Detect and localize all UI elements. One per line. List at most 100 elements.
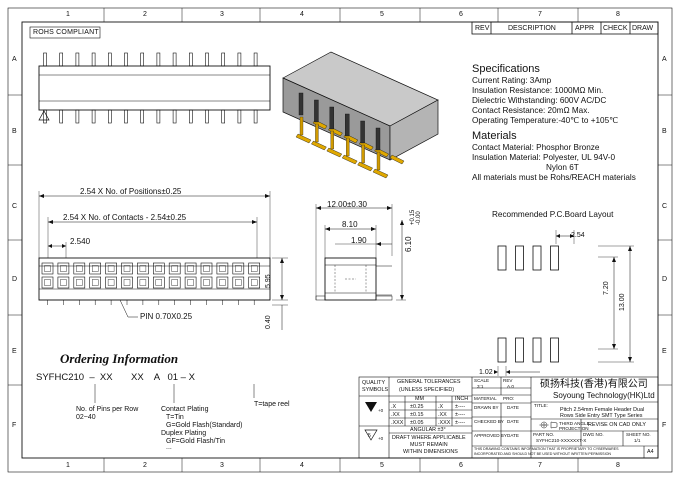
front-socket-upper <box>105 262 117 275</box>
front-socket-hole <box>235 279 242 286</box>
top-pin-lower <box>75 109 80 124</box>
top-pin-lower <box>140 109 144 124</box>
zone-column-label: 8 <box>616 11 620 18</box>
iso-pin-foot <box>372 168 389 179</box>
tb-notice1: THIS DRAWING CONTAINS INFORMATION THAT I… <box>474 447 619 451</box>
tb-sheet-value: 1/1 <box>634 438 641 443</box>
front-socket-hole <box>139 265 147 272</box>
pcb-pad-lower <box>515 337 524 363</box>
front-socket-hole <box>250 279 258 286</box>
rev-header-description: DESCRIPTION <box>508 25 556 32</box>
front-socket-hole <box>250 265 258 272</box>
plating-line: G=Gold Flash(Standard) <box>166 422 243 429</box>
zone-column-label: 4 <box>300 462 304 469</box>
rev-header-appr: APPR <box>575 25 595 32</box>
pcb-pitch-dim: 2.54 <box>571 232 585 239</box>
tb-approved: APPROVED BY <box>474 433 507 438</box>
front-socket-lower <box>200 276 213 289</box>
front-view <box>38 191 288 330</box>
front-socket-hole <box>171 279 178 286</box>
front-socket-lower <box>184 276 197 289</box>
spec-line: Contact Resistance: 20mΩ Max. <box>472 106 590 115</box>
tb-sheet-label: SHEET NO. <box>626 432 651 437</box>
iso-pin-upper <box>345 113 350 137</box>
positions-dim: 2.54 X No. of Positions±0.25 <box>80 187 182 196</box>
spec-line: Current Rating: 3Amp <box>472 76 552 85</box>
top-pin-upper <box>124 52 128 67</box>
plating-line: ... <box>166 444 172 451</box>
top-pin-upper <box>59 52 64 67</box>
tb-angular: ANGULAR ±3° <box>410 427 446 433</box>
front-socket-hole <box>76 265 83 272</box>
zone-row-label: E <box>662 348 667 355</box>
zone-row-label: F <box>12 422 17 429</box>
iso-pin-leg <box>330 130 334 150</box>
tb-draft1: DRAFT WHERE APPLICABLE <box>392 435 466 441</box>
plating-line: T=Tin <box>166 414 184 421</box>
tb-revise: REVISE ON CAD ONLY <box>588 422 647 428</box>
front-socket-hole <box>155 279 163 286</box>
tb-draft2: MUST REMAIN <box>410 442 448 448</box>
iso-pin-foot <box>295 133 312 144</box>
front-socket-hole <box>123 265 131 272</box>
tape-label: T=tape reel <box>254 401 290 408</box>
zone-row-label: C <box>662 203 668 210</box>
tolerance-cell: .X <box>438 404 444 410</box>
top-pin-lower <box>205 109 209 124</box>
top-pin-upper <box>253 52 258 67</box>
svg-text:5: 5 <box>368 433 371 439</box>
tb-projection2: PROJECTION <box>559 426 589 431</box>
top-pin-lower <box>59 109 64 124</box>
zone-column-label: 6 <box>459 462 463 469</box>
front-socket-hole <box>155 265 163 272</box>
iso-pin-upper <box>298 92 304 116</box>
front-socket-hole <box>235 265 242 272</box>
tolerance-cell: .XX <box>391 412 400 418</box>
specifications-title: Specifications <box>472 63 540 75</box>
front-socket-hole <box>219 265 226 272</box>
front-socket-upper <box>41 262 54 275</box>
tb-title-label: TITLE: <box>534 403 548 408</box>
iso-pin-leg <box>376 151 381 171</box>
iso-pin-leg <box>315 123 319 143</box>
pcb-pad-upper <box>497 245 507 271</box>
tb-sym1: +0 <box>378 408 384 413</box>
rev-header-rev: REV <box>475 25 490 32</box>
iso-pin-foot <box>311 140 327 151</box>
front-socket-lower <box>232 276 245 289</box>
pcb-layout <box>494 230 634 376</box>
front-socket-upper <box>248 262 260 275</box>
pcb-pad-dim: 1.02 <box>479 369 493 376</box>
front-socket-upper <box>216 262 229 275</box>
front-socket-hole <box>91 265 99 272</box>
top-pin-upper <box>43 52 47 67</box>
front-socket-hole <box>60 279 67 286</box>
iso-pin-upper <box>375 127 381 151</box>
front-socket-hole <box>76 279 83 286</box>
top-pin-lower <box>156 109 161 124</box>
top-pin-upper <box>156 52 161 67</box>
side-tol-minus: -0.00 <box>416 211 422 225</box>
front-socket-upper <box>89 262 101 275</box>
materials-title: Materials <box>472 130 517 142</box>
front-socket-hole <box>123 279 131 286</box>
zone-column-label: 8 <box>616 462 620 469</box>
front-socket-hole <box>139 279 147 286</box>
front-socket-upper <box>153 262 165 275</box>
tb-general-tolerances: GENERAL TOLERANCES <box>397 379 461 385</box>
tb-inch: INCH <box>455 396 469 402</box>
top-pin-lower <box>237 109 242 124</box>
offset-dim: 1.90 <box>351 236 367 245</box>
plating-title: Contact Plating <box>161 406 209 413</box>
top-pin-upper <box>140 52 144 67</box>
revision-block <box>471 21 659 35</box>
plating-line: GF=Gold Flash/Tin <box>166 438 226 445</box>
tb-notice2: INCORPORATED AND SHOULD NOT BE USED WITH… <box>474 452 611 456</box>
front-socket-upper <box>73 262 86 275</box>
tb-title-line1: Pitch 2.54mm Female Header Dual <box>560 407 645 413</box>
zone-column-label: 1 <box>66 462 70 469</box>
rev-header-draw: DRAW <box>632 25 654 32</box>
pcb-overall-dim: 13.00 <box>619 293 626 311</box>
tolerance-cell: ±---- <box>455 420 466 426</box>
top-pin-lower <box>221 109 225 124</box>
